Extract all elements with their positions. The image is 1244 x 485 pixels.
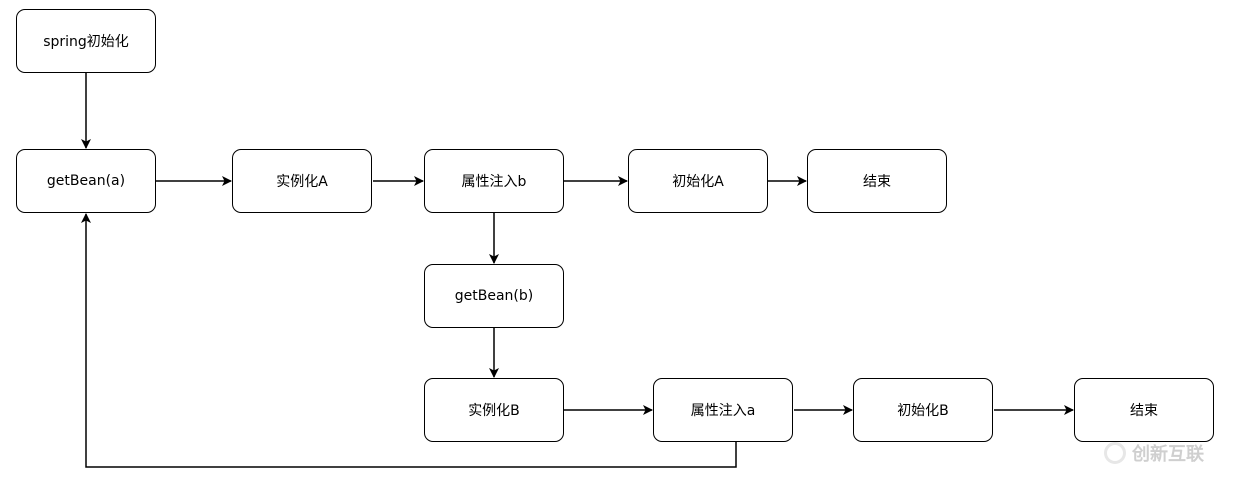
- node-inject-a: 属性注入a: [653, 378, 793, 442]
- node-label: 属性注入a: [690, 403, 756, 419]
- arrow-inject-a-back-to-getbean-a: [81, 213, 737, 468]
- watermark: 创新互联: [1104, 440, 1204, 466]
- node-label: 结束: [1130, 403, 1158, 419]
- node-init-b: 初始化B: [853, 378, 993, 442]
- watermark-logo-icon: [1104, 442, 1126, 464]
- node-instantiate-b: 实例化B: [424, 378, 564, 442]
- node-label: 初始化A: [672, 174, 724, 190]
- node-label: spring初始化: [43, 34, 129, 50]
- node-label: getBean(b): [454, 288, 534, 304]
- node-label: 结束: [863, 174, 891, 190]
- node-getbean-a: getBean(a): [16, 149, 156, 213]
- node-label: 实例化B: [468, 403, 520, 419]
- node-getbean-b: getBean(b): [424, 264, 564, 328]
- watermark-text: 创新互联: [1132, 444, 1204, 465]
- node-end-1: 结束: [807, 149, 947, 213]
- node-spring-init: spring初始化: [16, 9, 156, 73]
- node-label: 属性注入b: [461, 174, 527, 190]
- node-label: 初始化B: [897, 403, 949, 419]
- node-label: 实例化A: [276, 174, 328, 190]
- node-end-2: 结束: [1074, 378, 1214, 442]
- node-label: getBean(a): [46, 173, 126, 189]
- node-init-a: 初始化A: [628, 149, 768, 213]
- node-inject-b: 属性注入b: [424, 149, 564, 213]
- node-instantiate-a: 实例化A: [232, 149, 372, 213]
